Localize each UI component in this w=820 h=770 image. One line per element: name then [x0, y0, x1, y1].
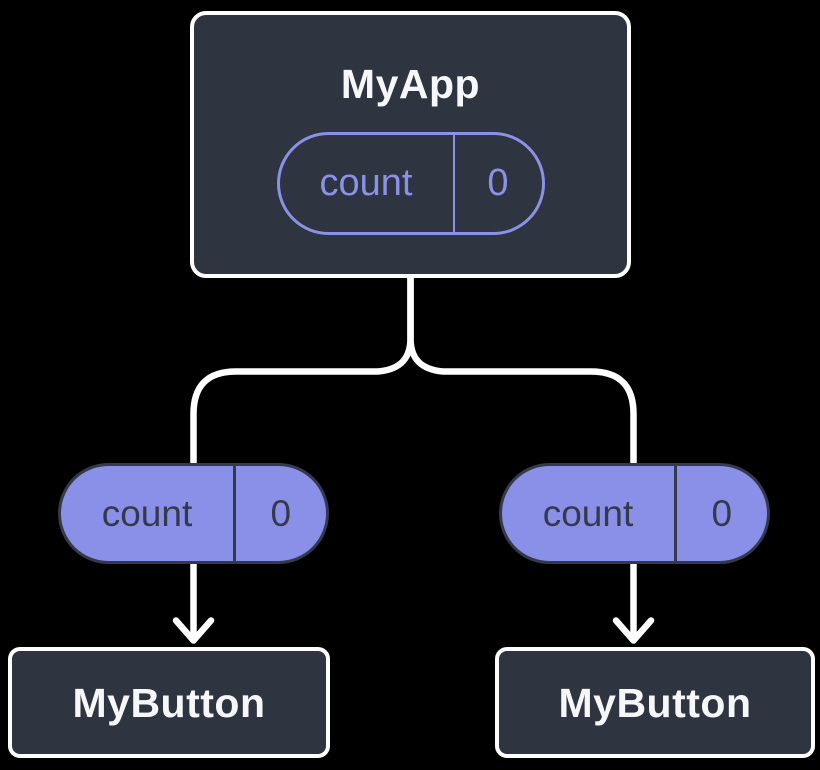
connector-root-to-left-pill [190, 268, 414, 643]
connector-root-to-right-pill [407, 268, 637, 643]
node-myapp-label: MyApp [340, 61, 481, 107]
right-arrowhead-icon [612, 617, 655, 644]
root-state-pill-value: 0 [487, 162, 509, 204]
left-arrowhead-icon [172, 617, 215, 644]
node-mybutton-left-label: MyButton [72, 679, 266, 726]
left-prop-pill-divider [233, 466, 236, 561]
left-prop-pill-name: count [101, 492, 193, 534]
left-prop-pill: count 0 [58, 463, 329, 564]
root-state-pill: count 0 [276, 132, 545, 235]
right-prop-pill-name: count [542, 492, 634, 534]
node-mybutton-right: MyButton [495, 647, 815, 758]
node-mybutton-left: MyButton [8, 647, 330, 758]
right-prop-pill: count 0 [499, 463, 770, 564]
right-prop-pill-divider [674, 466, 677, 561]
node-mybutton-right-label: MyButton [558, 679, 752, 726]
root-state-pill-divider [452, 135, 455, 232]
node-myapp: MyApp count 0 [190, 11, 631, 278]
root-state-pill-name: count [319, 162, 413, 204]
left-prop-pill-value: 0 [270, 492, 292, 534]
right-prop-pill-value: 0 [711, 492, 733, 534]
